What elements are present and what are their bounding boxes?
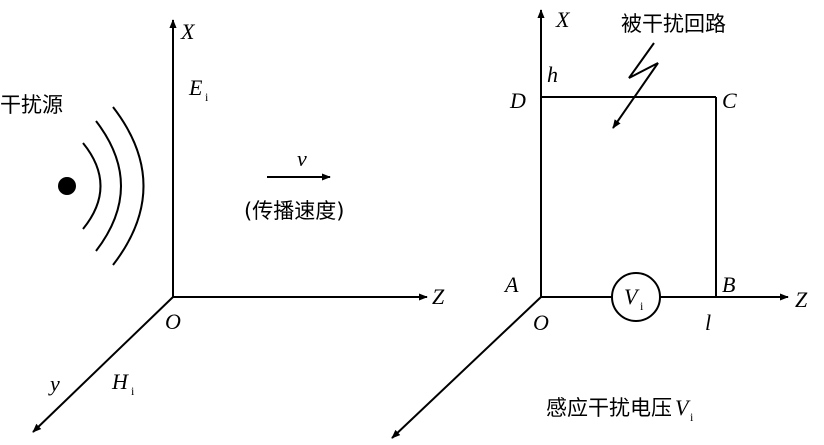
- wave-arc-1: [82, 142, 102, 230]
- left-figure: X Z y O E i H i 干扰源 v (传播速度): [0, 19, 445, 433]
- length-label: l: [705, 310, 711, 335]
- induced-voltage-subscript: i: [690, 410, 694, 424]
- right-origin-label: O: [533, 310, 549, 335]
- interference-source-label: 干扰源: [0, 93, 63, 117]
- right-figure: V i X Z O A B C D h l 被干扰回路 感应干扰电压 V i: [391, 7, 808, 439]
- velocity-label: v: [297, 146, 307, 171]
- source-dot: [58, 177, 76, 195]
- corner-c-label: C: [722, 88, 737, 113]
- right-y-axis: [391, 296, 542, 439]
- induced-voltage-symbol: V: [675, 395, 691, 420]
- induced-voltage-caption: 感应干扰电压: [546, 396, 672, 420]
- right-x-axis-label: X: [555, 7, 571, 32]
- voltmeter-label: V: [624, 284, 640, 309]
- height-label: h: [547, 62, 558, 87]
- corner-a-label: A: [503, 272, 519, 297]
- voltmeter-subscript: i: [640, 299, 644, 313]
- velocity-caption: (传播速度): [244, 199, 344, 223]
- right-z-axis-label: Z: [795, 287, 808, 312]
- loop-pointer-arrow: [612, 42, 659, 129]
- corner-b-label: B: [722, 272, 735, 297]
- interfered-loop-label: 被干扰回路: [621, 12, 726, 36]
- e-field-label: E: [188, 75, 203, 100]
- wave-arc-3: [112, 106, 145, 266]
- left-y-axis: [32, 296, 174, 433]
- voltmeter-circle: [611, 272, 661, 322]
- left-x-axis-label: X: [180, 19, 196, 44]
- left-y-axis-label: y: [48, 371, 60, 396]
- corner-d-label: D: [509, 88, 526, 113]
- left-origin-label: O: [165, 309, 181, 334]
- left-z-axis-label: Z: [432, 284, 445, 309]
- e-field-subscript: i: [205, 90, 209, 104]
- h-field-label: H: [111, 369, 129, 394]
- h-field-subscript: i: [131, 384, 135, 398]
- wave-arc-2: [95, 120, 122, 252]
